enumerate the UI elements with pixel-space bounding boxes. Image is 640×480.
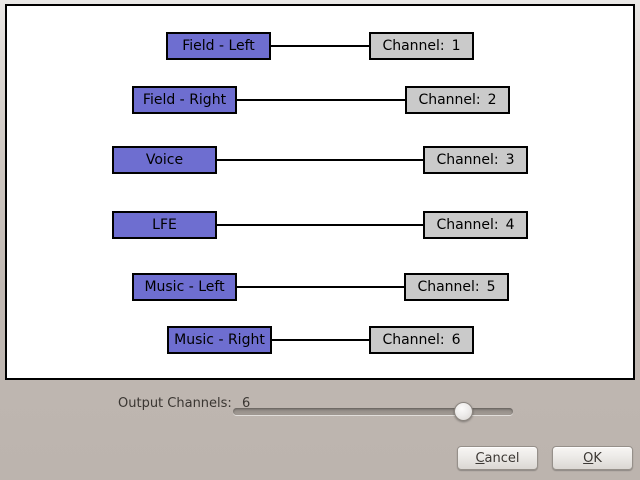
target-node-channel-6[interactable]: Channel: 6 [369, 326, 474, 354]
source-node-field-left[interactable]: Field - Left [166, 32, 271, 60]
connector-line [271, 45, 369, 47]
target-node-value: 5 [486, 279, 496, 295]
ok-button-mnemonic: O [583, 450, 594, 466]
output-channels-slider-track[interactable] [233, 408, 513, 415]
target-node-label: Channel: [436, 152, 499, 168]
source-node-label: LFE [152, 217, 177, 233]
target-node-value: 1 [451, 38, 461, 54]
source-node-label: Music - Right [174, 332, 265, 348]
cancel-button-label: ancel [484, 450, 520, 466]
target-node-value: 6 [451, 332, 461, 348]
connector-line [217, 224, 423, 226]
source-node-label: Field - Right [142, 92, 227, 108]
connector-line [217, 159, 423, 161]
source-node-label: Voice [145, 152, 184, 168]
source-node-music-left[interactable]: Music - Left [132, 273, 237, 301]
target-node-value: 4 [505, 217, 515, 233]
target-node-label: Channel: [436, 217, 499, 233]
output-channels-slider-handle[interactable] [454, 402, 473, 421]
cancel-button[interactable]: Cancel [457, 446, 538, 470]
output-channels-value: 6 [241, 396, 251, 411]
connector-line [272, 339, 369, 341]
source-node-voice[interactable]: Voice [112, 146, 217, 174]
target-node-channel-2[interactable]: Channel: 2 [405, 86, 510, 114]
target-node-channel-1[interactable]: Channel: 1 [369, 32, 474, 60]
target-node-channel-4[interactable]: Channel: 4 [423, 211, 528, 239]
source-node-label: Field - Left [182, 38, 255, 54]
output-channels-text: Output Channels: [118, 396, 232, 411]
source-node-label: Music - Left [144, 279, 225, 295]
source-node-music-right[interactable]: Music - Right [167, 326, 272, 354]
target-node-channel-3[interactable]: Channel: 3 [423, 146, 528, 174]
channel-mapping-canvas: Field - Left Channel: 1 Field - Right Ch… [5, 4, 635, 380]
ok-button-label: K [593, 450, 602, 466]
output-channels-label: Output Channels: 6 [118, 396, 250, 411]
target-node-channel-5[interactable]: Channel: 5 [404, 273, 509, 301]
target-node-value: 3 [505, 152, 515, 168]
connector-line [237, 286, 404, 288]
target-node-label: Channel: [382, 332, 445, 348]
target-node-value: 2 [487, 92, 497, 108]
source-node-lfe[interactable]: LFE [112, 211, 217, 239]
target-node-label: Channel: [382, 38, 445, 54]
ok-button[interactable]: OK [552, 446, 633, 470]
target-node-label: Channel: [417, 279, 480, 295]
target-node-label: Channel: [418, 92, 481, 108]
cancel-button-mnemonic: C [475, 450, 485, 466]
connector-line [237, 99, 405, 101]
source-node-field-right[interactable]: Field - Right [132, 86, 237, 114]
